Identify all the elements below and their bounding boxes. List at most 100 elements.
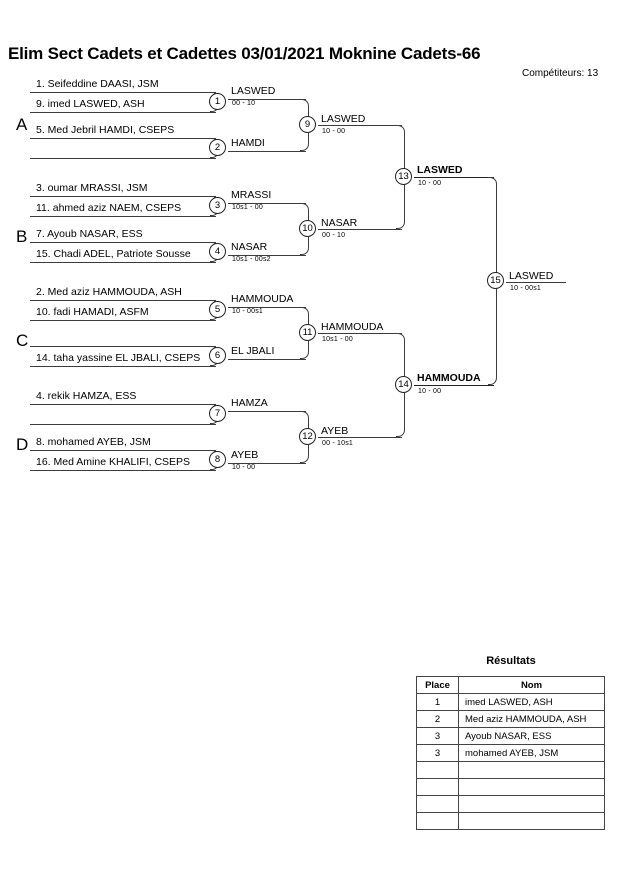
entrant-2: 9. imed LASWED, ASH [36, 98, 145, 110]
results-header-row: Place Nom [416, 676, 605, 694]
entrant-6: 11. ahmed aziz NAEM, CSEPS [36, 202, 182, 214]
winner-match-8: AYEB [231, 449, 259, 461]
winner-line-match-1 [228, 99, 306, 100]
winner-match-12: AYEB [321, 425, 349, 437]
winner-match-6: EL JBALI [231, 345, 275, 357]
score-match-11: 10s1 - 00 [322, 336, 353, 343]
result-nom [458, 761, 605, 779]
match-number-8[interactable]: 8 [209, 451, 226, 468]
table-row [416, 761, 605, 779]
entrant-15: 8. mohamed AYEB, JSM [36, 436, 151, 448]
entrant-3: 5. Med Jebril HAMDI, CSEPS [36, 124, 175, 136]
match-number-7[interactable]: 7 [209, 405, 226, 422]
result-nom: Med aziz HAMMOUDA, ASH [458, 710, 605, 728]
winner-match-11: HAMMOUDA [321, 321, 384, 333]
match-number-15[interactable]: 15 [487, 272, 504, 289]
result-nom: mohamed AYEB, JSM [458, 744, 605, 762]
score-match-5: 10 - 00s1 [232, 308, 263, 315]
entrant-line-2 [30, 112, 216, 113]
winner-line-match-4 [228, 255, 306, 256]
result-nom [458, 812, 605, 830]
entrant-line-15 [30, 450, 216, 451]
match-number-4[interactable]: 4 [209, 243, 226, 260]
match-number-12[interactable]: 12 [299, 428, 316, 445]
competitors-count: Compétiteurs: 13 [522, 68, 599, 79]
result-place: 3 [416, 727, 459, 745]
winner-line-match-7 [228, 411, 306, 412]
entrant-1: 1. Seifeddine DAASI, JSM [36, 78, 159, 90]
match-number-2[interactable]: 2 [209, 139, 226, 156]
entrant-16: 16. Med Amine KHALIFI, CSEPS [36, 456, 191, 468]
winner-match-3: MRASSI [231, 189, 272, 201]
result-place: 1 [416, 693, 459, 711]
table-row [416, 812, 605, 830]
entrant-13: 4. rekik HAMZA, ESS [36, 390, 137, 402]
score-match-14: 10 - 00 [418, 388, 442, 395]
entrant-12: 14. taha yassine EL JBALI, CSEPS [36, 352, 201, 364]
match-number-3[interactable]: 3 [209, 197, 226, 214]
winner-match-4: NASAR [231, 241, 268, 253]
entrant-line-3 [30, 138, 216, 139]
result-place: 3 [416, 744, 459, 762]
winner-line-match-5 [228, 307, 306, 308]
entrant-7: 7. Ayoub NASAR, ESS [36, 228, 143, 240]
entrant-line-1 [30, 92, 216, 93]
match-number-5[interactable]: 5 [209, 301, 226, 318]
winner-line-match-13 [414, 177, 494, 178]
table-row: 3 Ayoub NASAR, ESS [416, 727, 605, 745]
result-nom: Ayoub NASAR, ESS [458, 727, 605, 745]
entrant-line-14 [30, 424, 216, 425]
score-match-15: 10 - 00s1 [510, 285, 541, 292]
entrant-line-16 [30, 470, 216, 471]
match-number-6[interactable]: 6 [209, 347, 226, 364]
results-col-nom: Nom [458, 676, 605, 694]
table-row: 1 imed LASWED, ASH [416, 693, 605, 711]
winner-match-10: NASAR [321, 217, 358, 229]
table-row [416, 778, 605, 796]
match-number-10[interactable]: 10 [299, 220, 316, 237]
winner-line-match-8 [228, 463, 306, 464]
entrant-line-7 [30, 242, 216, 243]
match-number-14[interactable]: 14 [395, 376, 412, 393]
match-number-13[interactable]: 13 [395, 168, 412, 185]
winner-match-13: LASWED [417, 164, 463, 176]
score-match-10: 00 - 10 [322, 232, 346, 239]
entrant-line-10 [30, 320, 216, 321]
winner-match-14: HAMMOUDA [417, 372, 481, 384]
winner-line-match-9 [318, 125, 402, 126]
winner-line-match-3 [228, 203, 306, 204]
winner-match-7: HAMZA [231, 397, 268, 409]
winner-line-match-12 [318, 437, 402, 438]
entrant-line-4 [30, 158, 216, 159]
result-nom [458, 795, 605, 813]
score-match-8: 10 - 00 [232, 464, 256, 471]
group-label-a: A [16, 115, 28, 134]
match-number-11[interactable]: 11 [299, 324, 316, 341]
score-match-1: 00 - 10 [232, 100, 256, 107]
winner-line-match-10 [318, 229, 402, 230]
table-row: 2 Med aziz HAMMOUDA, ASH [416, 710, 605, 728]
table-row [416, 795, 605, 813]
result-nom [458, 778, 605, 796]
result-nom: imed LASWED, ASH [458, 693, 605, 711]
entrant-line-11 [30, 346, 216, 347]
table-row: 3 mohamed AYEB, JSM [416, 744, 605, 762]
winner-line-match-11 [318, 333, 402, 334]
entrant-line-8 [30, 262, 216, 263]
result-place [416, 761, 459, 779]
match-number-1[interactable]: 1 [209, 93, 226, 110]
match-number-9[interactable]: 9 [299, 116, 316, 133]
result-place [416, 812, 459, 830]
winner-line-match-6 [228, 359, 306, 360]
winner-line-match-2 [228, 151, 306, 152]
winner-line-match-15 [506, 282, 566, 283]
score-match-4: 10s1 - 00s2 [232, 256, 271, 263]
entrant-line-9 [30, 300, 216, 301]
winner-match-15: LASWED [509, 270, 554, 282]
winner-line-match-14 [414, 385, 494, 386]
winner-match-9: LASWED [321, 113, 366, 125]
score-match-9: 10 - 00 [322, 128, 346, 135]
entrant-10: 10. fadi HAMADI, ASFM [36, 306, 149, 318]
results-table: Place Nom 1 imed LASWED, ASH 2 Med aziz … [416, 676, 605, 830]
